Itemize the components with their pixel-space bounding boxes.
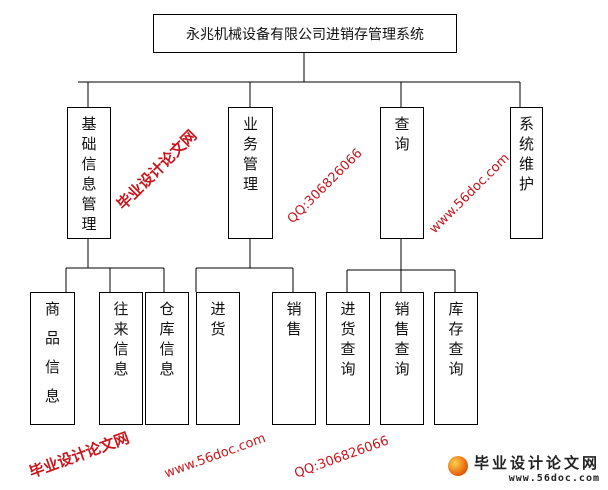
module-query: 查询: [380, 107, 424, 239]
connector-root: [78, 52, 521, 107]
module-basic-info: 基础信息管理: [67, 107, 111, 239]
node-label: 库存查询: [446, 301, 465, 381]
node-sales: 销售: [272, 292, 316, 425]
module-label: 查询: [392, 116, 411, 156]
node-label: 往来信息: [111, 301, 130, 381]
connector-basic-info: [65, 238, 165, 292]
node-label: 商品信息: [43, 301, 61, 417]
node-label: 仓库信息: [157, 301, 176, 381]
module-label: 业务管理: [241, 116, 259, 196]
logo-title: 毕业设计论文网: [473, 454, 600, 472]
node-contact-info: 往来信息: [99, 292, 143, 425]
root-node: 永兆机械设备有限公司进销存管理系统: [153, 14, 457, 53]
logo-icon: [447, 456, 468, 476]
node-label: 进货: [208, 301, 227, 341]
node-label: 销售: [284, 301, 303, 341]
node-inventory-query: 库存查询: [434, 292, 478, 425]
module-system-maintenance: 系统维护: [510, 107, 543, 239]
node-product-info: 商品信息: [30, 292, 75, 425]
node-purchase-query: 进货查询: [326, 292, 370, 425]
connector-business: [195, 238, 294, 292]
module-business: 业务管理: [228, 107, 273, 239]
site-logo: 毕业设计论文网 www.56doc.com: [447, 452, 600, 484]
module-label: 系统维护: [517, 116, 535, 196]
module-label: 基础信息管理: [79, 116, 98, 236]
connector-query: [346, 238, 456, 292]
node-label: 销售查询: [392, 301, 411, 381]
node-purchase: 进货: [196, 292, 240, 425]
node-label: 进货查询: [338, 301, 357, 381]
logo-url: www.56doc.com: [508, 473, 600, 484]
node-sales-query: 销售查询: [380, 292, 424, 425]
root-label: 永兆机械设备有限公司进销存管理系统: [186, 26, 424, 43]
node-warehouse-info: 仓库信息: [145, 292, 189, 425]
